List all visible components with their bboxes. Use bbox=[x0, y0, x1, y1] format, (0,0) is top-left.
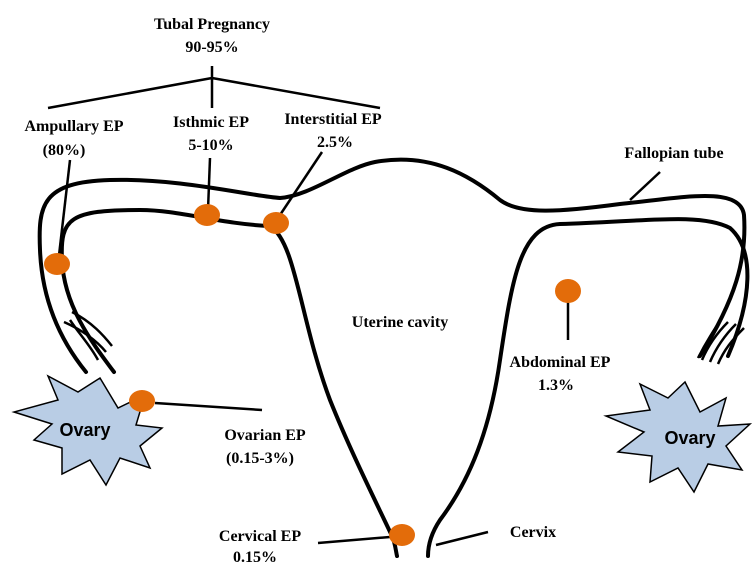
ampullary-ep-percent: (80%) bbox=[43, 142, 86, 159]
tubal-pregnancy-percent: 90-95% bbox=[185, 39, 238, 56]
cervix-label: Cervix bbox=[510, 524, 556, 541]
cervical-leader bbox=[317, 535, 391, 545]
ovarian-ep-percent: (0.15-3%) bbox=[226, 450, 294, 467]
fallopian-leader bbox=[629, 171, 661, 201]
interstitial-site-dot bbox=[263, 212, 289, 234]
isthmic-ep-percent: 5-10% bbox=[188, 137, 233, 154]
interstitial-leader bbox=[276, 151, 324, 219]
abdominal-ep-title: Abdominal EP bbox=[510, 354, 611, 371]
ampullary-ep-title: Ampullary EP bbox=[24, 118, 123, 135]
isthmic-site-dot bbox=[194, 204, 220, 226]
cervical-site-dot bbox=[389, 524, 415, 546]
right-fimbriae bbox=[696, 317, 745, 365]
uterus-outline bbox=[37, 157, 750, 558]
interstitial-ep-title: Interstitial EP bbox=[284, 111, 382, 128]
uterus-inner-outline bbox=[59, 208, 399, 558]
labels: Tubal Pregnancy 90-95% Ampullary EP (80%… bbox=[24, 16, 723, 564]
interstitial-ep-percent: 2.5% bbox=[317, 134, 353, 151]
ovarian-site-dot bbox=[129, 390, 155, 412]
left-fimbriae bbox=[63, 310, 113, 361]
ampullary-leader bbox=[56, 159, 72, 265]
ovary-left: Ovary bbox=[11, 374, 164, 487]
ovarian-leader bbox=[154, 401, 263, 412]
cervical-ep-percent: 0.15% bbox=[233, 549, 277, 564]
pregnancy-sites bbox=[44, 204, 581, 546]
ovary-right-shape bbox=[603, 380, 753, 494]
isthmic-leader bbox=[206, 157, 212, 211]
uterine-cavity-label: Uterine cavity bbox=[352, 314, 448, 331]
isthmic-ep-title: Isthmic EP bbox=[173, 114, 249, 131]
uterus-right-wall-outline bbox=[426, 217, 750, 558]
tubal-bracket bbox=[47, 66, 381, 110]
ovary-left-label: Ovary bbox=[59, 420, 110, 440]
ovarian-ep-title: Ovarian EP bbox=[224, 427, 306, 444]
ovary-right: Ovary bbox=[603, 380, 753, 494]
ovary-right-label: Ovary bbox=[664, 428, 715, 448]
uterus-outer-outline bbox=[37, 157, 747, 374]
cervical-ep-title: Cervical EP bbox=[219, 528, 301, 545]
abdominal-site-dot bbox=[555, 279, 581, 303]
abdominal-ep-percent: 1.3% bbox=[538, 377, 574, 394]
leader-lines bbox=[47, 66, 661, 547]
ovary-left-shape bbox=[11, 374, 164, 487]
ampullary-site-dot bbox=[44, 253, 70, 275]
cervix-leader bbox=[435, 530, 489, 547]
tubal-pregnancy-title: Tubal Pregnancy bbox=[154, 16, 270, 33]
fallopian-tube-label: Fallopian tube bbox=[624, 145, 723, 162]
